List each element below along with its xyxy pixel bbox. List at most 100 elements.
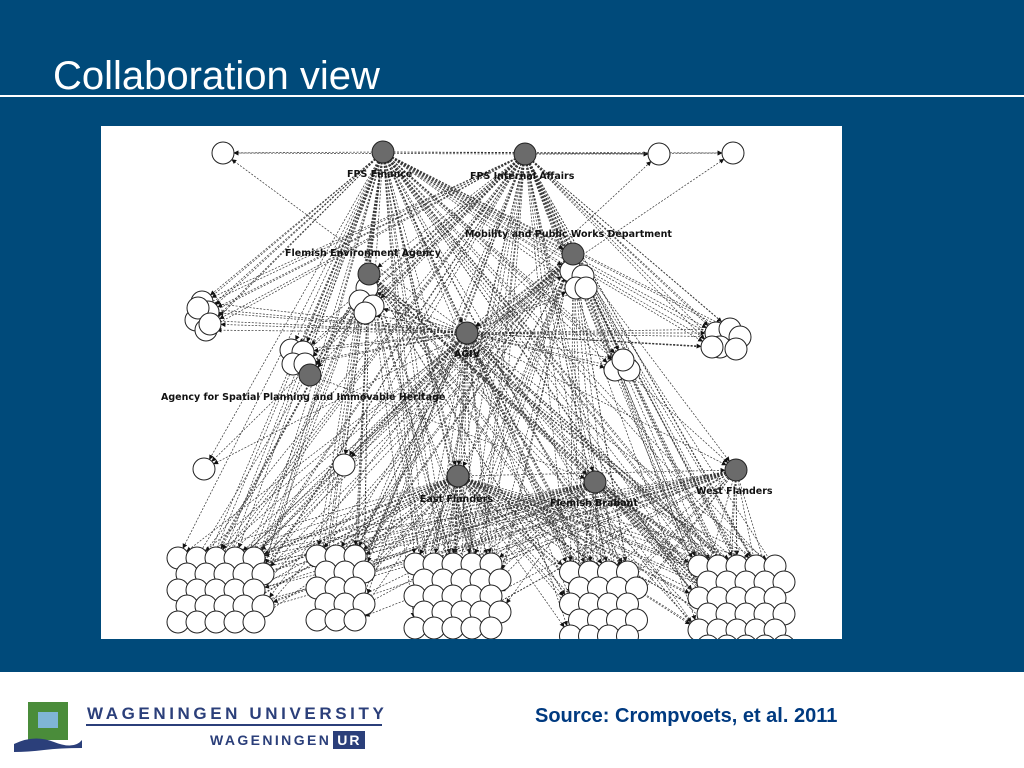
collaboration-edge [219, 153, 526, 320]
organisation-node [332, 453, 356, 477]
collaboration-edge [382, 151, 623, 563]
collaboration-edge [315, 332, 468, 364]
agency-link-edge [377, 153, 526, 268]
source-citation: Source: Crompvoets, et al. 2011 [535, 705, 838, 727]
collaboration-edge [203, 153, 526, 582]
collaboration-edge [301, 332, 468, 351]
collaboration-edge [506, 481, 596, 604]
agency-node-spat [298, 363, 322, 387]
agency-link-edge [462, 253, 574, 467]
collaboration-edge [457, 475, 719, 639]
collaboration-edge [524, 153, 713, 340]
collaboration-edge [457, 475, 718, 579]
collaboration-edge [382, 151, 576, 611]
collaboration-edge [233, 150, 384, 156]
collaboration-edge [217, 151, 384, 317]
collaboration-edge [225, 475, 459, 556]
collaboration-edge [594, 481, 720, 607]
collaboration-edge [358, 153, 526, 579]
collaboration-edge [242, 253, 574, 551]
collaboration-edge [354, 481, 596, 600]
collaboration-edge [524, 153, 705, 340]
collaboration-edge [587, 481, 596, 562]
collaboration-edge [416, 153, 526, 618]
organisation-node [574, 276, 598, 300]
collaboration-edge [382, 151, 481, 602]
organisation-node [353, 301, 377, 325]
collaboration-edge [457, 475, 565, 628]
collaboration-edge [354, 481, 596, 570]
collaboration-edge [210, 151, 384, 296]
collaboration-edge [466, 326, 720, 334]
collaboration-edge [466, 332, 492, 554]
organisation-node [736, 634, 756, 639]
wordmark-prefix: WAGENINGEN [210, 732, 332, 748]
collaboration-edge [310, 153, 526, 346]
collaboration-edge [368, 273, 602, 564]
collaboration-edge [185, 332, 468, 584]
label-mobility-public-works: Mobility and Public Works Department [465, 229, 672, 240]
collaboration-edge [382, 151, 586, 595]
collaboration-edge [382, 151, 721, 574]
agency-node-intl [513, 142, 537, 166]
collaboration-edge [269, 332, 468, 598]
logo-wave [14, 738, 82, 752]
collaboration-edge [382, 151, 731, 333]
collaboration-edge [524, 153, 625, 361]
collaboration-edge [572, 253, 751, 557]
collaboration-edge [201, 273, 370, 581]
organisation-node [343, 608, 367, 632]
collaboration-edge [235, 481, 596, 573]
collaboration-edge [500, 253, 574, 570]
collaboration-edge [212, 301, 468, 334]
collaboration-edge [306, 151, 384, 343]
collaboration-edge [451, 475, 459, 618]
agency-link-edge [456, 332, 468, 466]
organisation-node [198, 312, 222, 336]
collaboration-edge [372, 153, 526, 306]
collaboration-edge [303, 332, 468, 364]
collaboration-edge [230, 153, 526, 598]
collaboration-edge [572, 253, 723, 573]
collaboration-edge [358, 153, 526, 547]
collaboration-edge [382, 151, 740, 638]
collaboration-edge [572, 253, 761, 605]
collaboration-edge [368, 273, 612, 612]
collaboration-edge [300, 153, 526, 357]
collaboration-edge [296, 151, 384, 355]
collaboration-edge [624, 469, 737, 581]
collaboration-edge [524, 153, 612, 361]
collaboration-edge [457, 475, 727, 564]
collaboration-edge [382, 151, 702, 606]
collaboration-edge [594, 481, 610, 594]
collaboration-edge [382, 151, 426, 602]
wordmark-ur-badge: UR [333, 731, 366, 749]
collaboration-edge [382, 151, 769, 622]
collaboration-edge [470, 481, 596, 574]
node-layer [166, 140, 796, 639]
logo-blue-window [38, 712, 58, 728]
collaboration-edge [382, 151, 490, 618]
collaboration-edge [207, 481, 596, 558]
collaboration-edge [457, 475, 756, 639]
collaboration-edge [382, 151, 608, 363]
collaboration-edge [203, 151, 384, 313]
collaboration-edge [349, 332, 468, 595]
collaboration-edge [253, 475, 459, 570]
collaboration-edge [225, 481, 596, 619]
collaboration-edge [524, 153, 617, 610]
collaboration-edge [524, 153, 715, 589]
collaboration-edge [323, 253, 574, 548]
organisation-node [211, 141, 235, 165]
agency-node-mob [561, 242, 585, 266]
collaboration-edge [451, 475, 459, 554]
collaboration-edge [215, 151, 384, 305]
collaboration-edge [466, 332, 576, 579]
collaboration-edge [524, 153, 770, 589]
collaboration-edge [466, 332, 693, 591]
collaboration-edge [382, 151, 711, 342]
collaboration-edge [353, 475, 459, 566]
label-agiv: AGIV [454, 349, 481, 360]
collaboration-edge [340, 332, 468, 579]
label-agency-spatial-planning: Agency for Spatial Planning and Immovabl… [161, 392, 445, 403]
